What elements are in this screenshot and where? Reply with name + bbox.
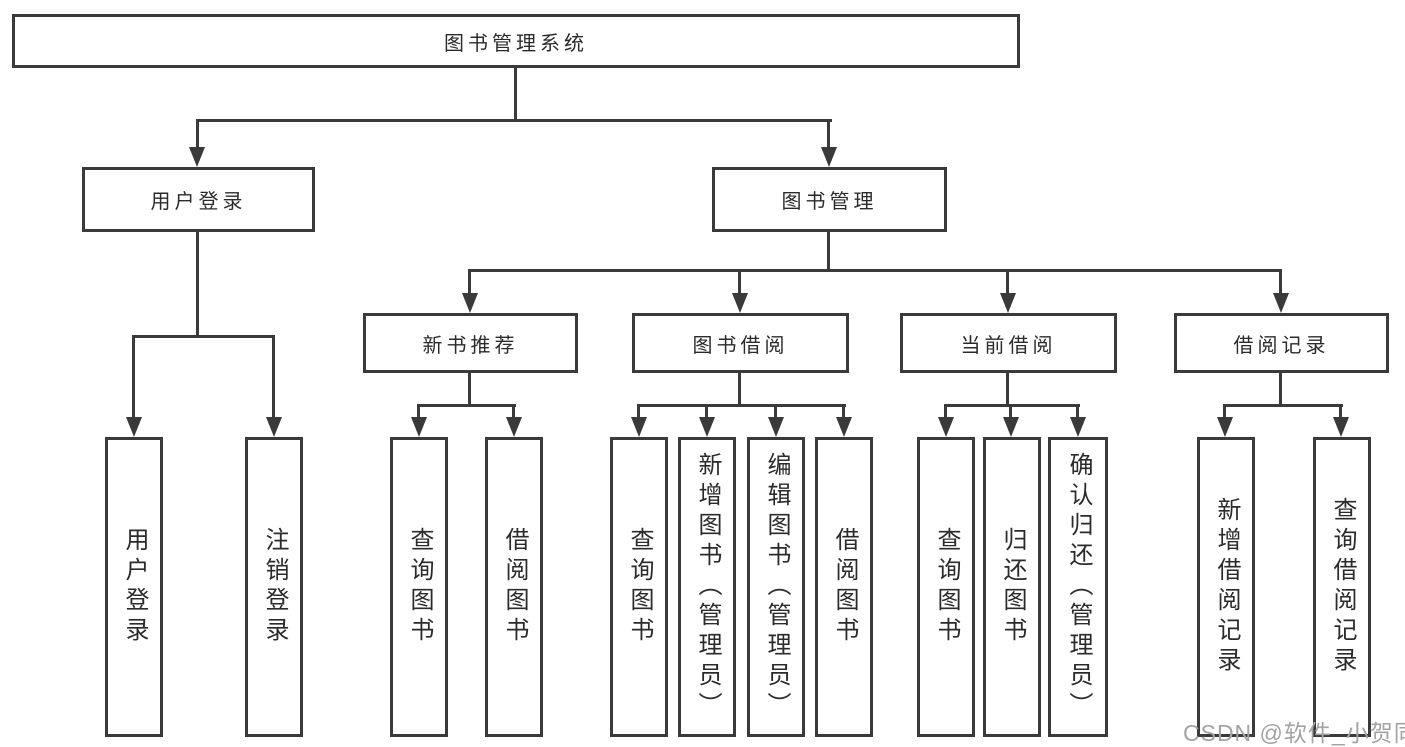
- node-label: 查询图书: [626, 527, 653, 647]
- connector-arrow: [768, 417, 784, 437]
- node-cb-query-books: 查询图书: [917, 437, 975, 737]
- connector-line: [196, 119, 199, 151]
- connector-arrow: [126, 417, 142, 437]
- connector-line: [842, 404, 845, 420]
- connector-line: [196, 119, 832, 122]
- connector-line: [272, 335, 275, 421]
- connector-line: [1009, 404, 1012, 420]
- connector-line: [468, 373, 471, 407]
- connector-line: [132, 335, 135, 421]
- node-label: 借阅图书: [501, 527, 528, 647]
- node-borrowing-records: 借阅记录: [1174, 313, 1389, 373]
- connector-line: [827, 232, 830, 272]
- connector-arrow: [1217, 417, 1233, 437]
- connector-arrow: [506, 417, 522, 437]
- node-book-management: 图书管理: [712, 167, 947, 232]
- node-bb-add-books-admin: 新增图书（管理员）: [678, 437, 736, 737]
- connector-arrow: [411, 417, 427, 437]
- connector-line: [738, 269, 741, 295]
- connector-arrow: [189, 147, 205, 167]
- node-label: 查询图书: [933, 527, 960, 647]
- node-label: 编辑图书（管理员）: [763, 452, 790, 722]
- connector-line: [827, 119, 830, 151]
- connector-line: [1279, 269, 1282, 295]
- connector-line: [468, 269, 471, 295]
- connector-line: [1076, 404, 1079, 420]
- node-library-system: 图书管理系统: [12, 14, 1020, 68]
- connector-line: [468, 269, 1282, 272]
- connector-arrow: [938, 417, 954, 437]
- connector-line: [774, 404, 777, 420]
- node-bb-borrow-books: 借阅图书: [815, 437, 873, 737]
- connector-line: [1279, 373, 1282, 407]
- connector-arrow: [1273, 293, 1289, 313]
- node-book-borrowing: 图书借阅: [632, 313, 849, 373]
- node-label: 注销登录: [261, 527, 288, 647]
- connector-line: [944, 404, 947, 420]
- node-label: 借阅图书: [831, 527, 858, 647]
- connector-arrow: [1333, 417, 1349, 437]
- connector-arrow: [836, 417, 852, 437]
- node-bb-edit-books-admin: 编辑图书（管理员）: [747, 437, 805, 737]
- node-label: 确认归还（管理员）: [1065, 452, 1092, 722]
- connector-arrow: [821, 147, 837, 167]
- connector-line: [738, 373, 741, 407]
- connector-line: [637, 404, 640, 420]
- connector-arrow: [1070, 417, 1086, 437]
- connector-line: [1223, 404, 1226, 420]
- node-br-query-record: 查询借阅记录: [1313, 437, 1371, 737]
- node-bb-query-books: 查询图书: [610, 437, 668, 737]
- connector-line: [196, 232, 199, 338]
- connector-arrow: [699, 417, 715, 437]
- csdn-watermark: CSDN @软件_小贺同学: [1183, 720, 1405, 746]
- node-current-borrowing: 当前借阅: [900, 313, 1117, 373]
- connector-line: [417, 404, 420, 420]
- connector-arrow: [732, 293, 748, 313]
- connector-arrow: [462, 293, 478, 313]
- connector-line: [417, 404, 516, 407]
- connector-line: [705, 404, 708, 420]
- node-nb-borrow-books: 借阅图书: [485, 437, 543, 737]
- node-label: 用户登录: [121, 527, 148, 647]
- node-user-login: 用户登录: [82, 167, 315, 232]
- node-nb-query-books: 查询图书: [390, 437, 448, 737]
- connector-line: [514, 68, 517, 122]
- connector-arrow: [1000, 293, 1016, 313]
- connector-arrow: [266, 417, 282, 437]
- node-new-book-recommend: 新书推荐: [363, 313, 578, 373]
- node-cb-return-books: 归还图书: [983, 437, 1041, 737]
- connector-line: [944, 404, 1080, 407]
- connector-line: [1223, 404, 1343, 407]
- connector-line: [1006, 269, 1009, 295]
- node-user-login-leaf: 用户登录: [105, 437, 163, 737]
- node-label: 新增图书（管理员）: [694, 452, 721, 722]
- connector-line: [637, 404, 846, 407]
- node-label: 新增借阅记录: [1213, 497, 1240, 677]
- connector-arrow: [1003, 417, 1019, 437]
- node-logout: 注销登录: [245, 437, 303, 737]
- connector-line: [1339, 404, 1342, 420]
- node-cb-confirm-return-admin: 确认归还（管理员）: [1048, 437, 1108, 737]
- node-label: 归还图书: [999, 527, 1026, 647]
- node-label: 查询图书: [406, 527, 433, 647]
- node-label: 查询借阅记录: [1329, 497, 1356, 677]
- connector-line: [1006, 373, 1009, 407]
- connector-arrow: [631, 417, 647, 437]
- node-br-add-record: 新增借阅记录: [1197, 437, 1255, 737]
- connector-line: [512, 404, 515, 420]
- connector-line: [132, 335, 275, 338]
